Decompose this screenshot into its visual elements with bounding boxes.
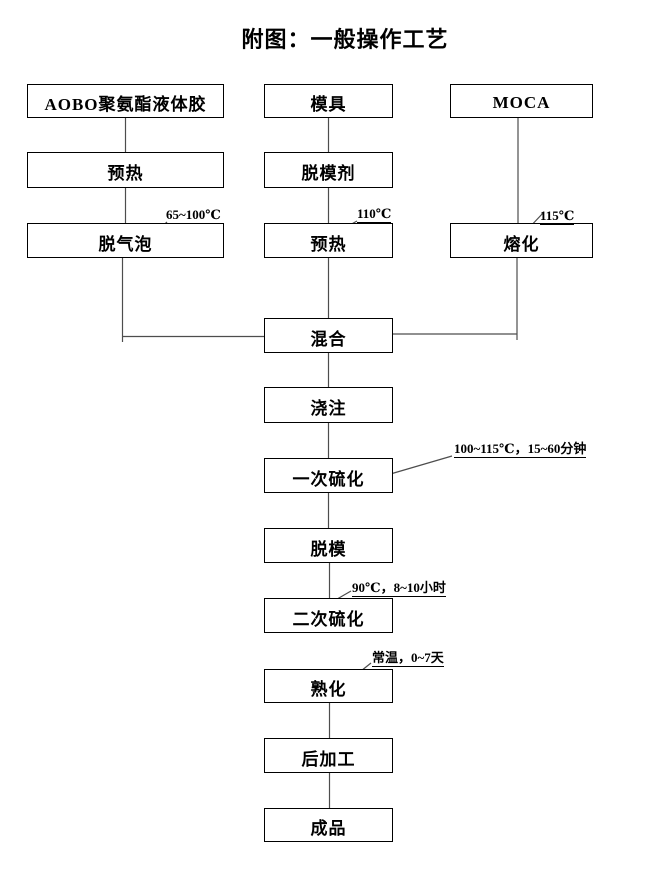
- flow-box-cure1-label: 一次硫化: [292, 469, 365, 489]
- flow-box-preheat1: 预热: [27, 152, 224, 188]
- annotation-melt-temp: 115℃: [540, 208, 575, 225]
- flow-box-cure2: 二次硫化: [264, 598, 393, 633]
- flow-box-release-agent-label: 脱模剂: [301, 164, 356, 183]
- flow-box-degas-label: 脱气泡: [98, 234, 153, 254]
- flow-box-moca-label: MOCA: [492, 92, 551, 112]
- flow-box-mold-label: 模具: [310, 95, 347, 114]
- flow-box-release-agent: 脱模剂: [264, 152, 393, 188]
- flow-box-aobo: AOBO聚氨酯液体胶: [27, 84, 224, 118]
- flow-box-preheat2: 预热: [264, 223, 393, 258]
- annotation-cure1-cond: 100~115℃，15~60分钟: [454, 441, 587, 458]
- flow-box-post: 后加工: [264, 738, 393, 773]
- flow-box-mature-label: 熟化: [310, 680, 347, 699]
- flow-box-cure1: 一次硫化: [264, 458, 393, 493]
- flow-box-product-label: 成品: [310, 819, 347, 838]
- annotation-preheat2-temp: 110℃: [357, 206, 392, 223]
- page-title: 附图：一般操作工艺: [241, 27, 449, 52]
- flow-box-mold: 模具: [264, 84, 393, 118]
- flow-box-degas: 脱气泡: [27, 223, 224, 258]
- flow-box-preheat2-label: 预热: [310, 234, 347, 254]
- flow-box-melt: 熔化: [450, 223, 593, 258]
- flow-box-cure2-label: 二次硫化: [292, 609, 365, 629]
- flow-box-demold: 脱模: [264, 528, 393, 563]
- annotation-degas-temp: 65~100℃: [166, 207, 221, 222]
- flow-box-moca: MOCA: [450, 84, 593, 118]
- flow-box-demold-label: 脱模: [310, 539, 347, 559]
- flow-box-pour: 浇注: [264, 387, 393, 423]
- flow-box-post-label: 后加工: [301, 749, 356, 769]
- flow-box-mix: 混合: [264, 318, 393, 353]
- annotation-mature-cond: 常温，0~7天: [372, 650, 444, 667]
- annotation-cure2-cond: 90℃，8~10小时: [352, 580, 446, 597]
- flow-box-mature: 熟化: [264, 669, 393, 703]
- flow-box-melt-label: 熔化: [503, 234, 540, 254]
- flow-box-pour-label: 浇注: [310, 399, 347, 418]
- flow-box-product: 成品: [264, 808, 393, 842]
- leader-cure1-cond: [386, 455, 453, 476]
- flow-box-aobo-label: AOBO聚氨酯液体胶: [44, 95, 207, 114]
- flow-box-preheat1-label: 预热: [107, 164, 144, 183]
- flow-box-mix-label: 混合: [310, 329, 347, 349]
